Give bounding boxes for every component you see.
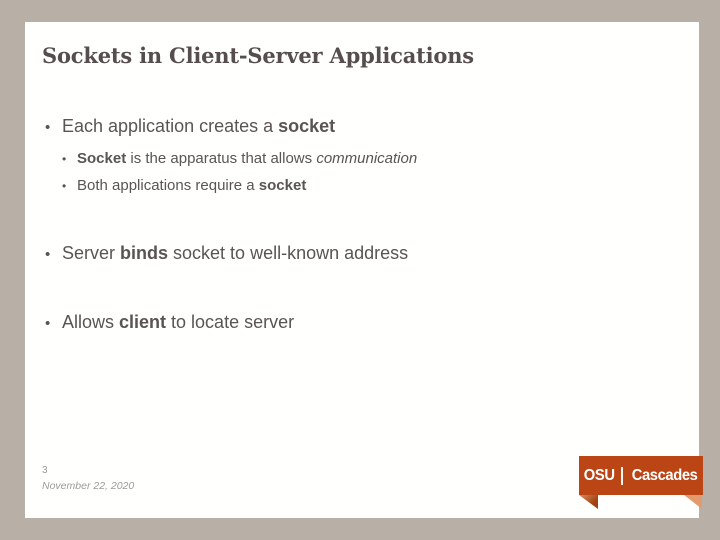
bullet-text: Socket is the apparatus that allows comm… bbox=[77, 150, 418, 167]
slide-number: 3 bbox=[42, 465, 48, 476]
osu-cascades-logo: OSU Cascades bbox=[579, 456, 703, 495]
slide-title: Sockets in Client-Server Applications bbox=[42, 43, 474, 68]
bullet-glyph: • bbox=[62, 179, 67, 193]
logo-campus-text: Cascades bbox=[631, 466, 698, 484]
bullet-glyph: • bbox=[45, 315, 51, 332]
bullet-both-applications: • Both applications require a socket bbox=[62, 177, 306, 194]
bullet-allows-client: • Allows client to locate server bbox=[45, 312, 294, 333]
bullet-each-application: • Each application creates a socket bbox=[45, 116, 335, 137]
bullet-socket-apparatus: • Socket is the apparatus that allows co… bbox=[62, 150, 417, 167]
logo-org-text: OSU bbox=[583, 466, 615, 484]
bullet-text: Server binds socket to well-known addres… bbox=[62, 243, 409, 263]
bullet-glyph: • bbox=[62, 152, 67, 166]
bullet-text: Allows client to locate server bbox=[62, 312, 295, 332]
slide-canvas: Sockets in Client-Server Applications • … bbox=[25, 22, 699, 518]
slide-date: November 22, 2020 bbox=[42, 480, 135, 492]
bullet-text: Each application creates a socket bbox=[62, 116, 336, 136]
bullet-server-binds: • Server binds socket to well-known addr… bbox=[45, 243, 408, 264]
logo-divider bbox=[621, 466, 624, 485]
bullet-glyph: • bbox=[45, 246, 51, 263]
bullet-text: Both applications require a socket bbox=[77, 177, 307, 194]
bullet-glyph: • bbox=[45, 119, 51, 136]
